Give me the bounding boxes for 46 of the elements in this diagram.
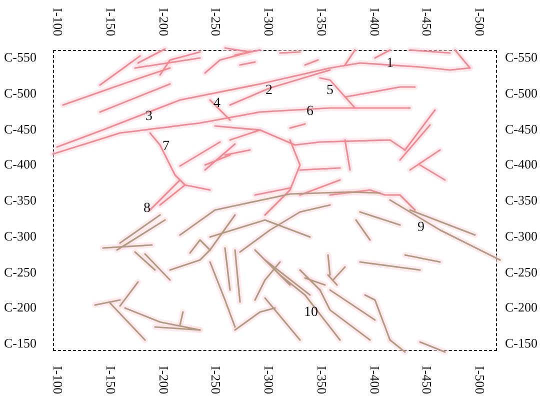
axis-tick-label: C-450: [4, 122, 36, 135]
axis-tick-label: C-250: [505, 265, 538, 278]
axis-tick-label: I-300: [262, 366, 276, 394]
axis-tick-label: C-400: [505, 158, 538, 171]
axis-tick-label: I-350: [315, 8, 328, 36]
axis-tick-label: C-500: [505, 86, 538, 100]
callout-number: 8: [144, 202, 150, 216]
callout-number: 3: [146, 110, 152, 124]
axis-tick-label: I-100: [52, 366, 64, 394]
axis-tick-label: I-500: [474, 366, 486, 394]
axis-tick-label: I-500: [474, 8, 486, 36]
axis-tick-label: C-550: [505, 50, 538, 64]
axis-tick-label: C-550: [4, 50, 36, 64]
callout-number: 10: [304, 306, 318, 320]
axis-tick-label: I-250: [210, 8, 223, 36]
axis-tick-label: I-200: [157, 8, 170, 36]
callout-number: 7: [162, 140, 170, 154]
axis-tick-label: C-200: [505, 300, 538, 314]
axis-tick-label: I-300: [262, 8, 276, 36]
axis-tick-label: C-150: [505, 336, 538, 350]
axis-tick-label: I-400: [368, 8, 381, 36]
axis-tick-label: C-350: [4, 194, 36, 206]
axis-tick-label: I-100: [52, 8, 64, 36]
axis-tick-label: C-400: [4, 158, 36, 171]
callout-number: 5: [326, 84, 334, 98]
axis-tick-label: C-200: [4, 300, 36, 314]
axis-tick-label: I-350: [315, 366, 328, 394]
axis-tick-label: C-300: [4, 229, 36, 242]
axis-tick-label: C-300: [505, 229, 538, 242]
axis-tick-label: C-450: [505, 122, 538, 135]
axis-tick-label: C-500: [4, 86, 36, 100]
axis-tick-label: I-450: [420, 8, 434, 36]
callout-number: 2: [266, 84, 272, 98]
axis-tick-label: C-150: [4, 336, 36, 350]
axis-tick-label: I-450: [420, 366, 434, 394]
axis-tick-label: I-250: [210, 366, 223, 394]
callout-number: 1: [386, 57, 394, 71]
callout-number: 4: [214, 97, 220, 111]
axis-tick-label: C-250: [4, 265, 36, 278]
axis-tick-label: I-200: [157, 366, 170, 394]
axis-tick-label: I-150: [104, 366, 118, 394]
callout-number: 9: [418, 221, 424, 235]
callout-number: 6: [306, 105, 314, 119]
axis-tick-label: I-150: [104, 8, 118, 36]
axis-tick-label: I-400: [368, 366, 381, 394]
axis-tick-label: C-350: [505, 194, 538, 206]
